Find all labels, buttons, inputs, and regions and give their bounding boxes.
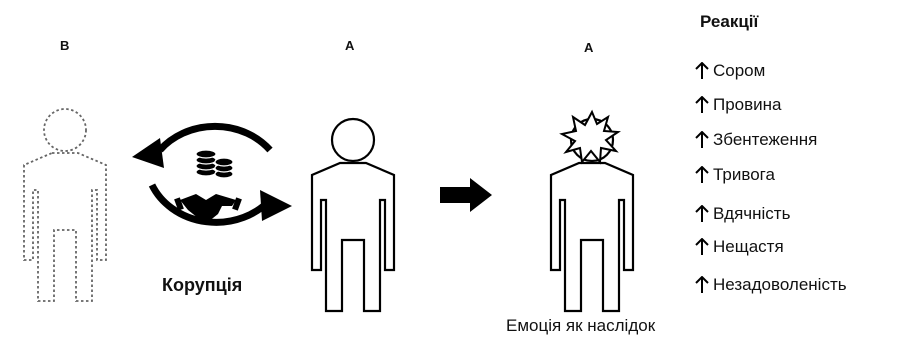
arrowhead-left-icon: [132, 138, 164, 168]
arrow-up-icon: [694, 166, 710, 184]
reaction-item: Збентеження: [694, 128, 817, 152]
arrow-up-icon: [694, 205, 710, 223]
arrowhead-right-icon: [260, 190, 292, 221]
reaction-item: Провина: [694, 93, 782, 117]
reactions-title: Реакції: [700, 12, 758, 32]
reaction-item: Сором: [694, 59, 765, 83]
person-a-emotion-label: A: [584, 40, 593, 55]
person-a-label: A: [345, 38, 354, 53]
emotion-burst-icon: [562, 112, 618, 162]
arrow-up-icon: [694, 276, 710, 294]
reaction-item: Незадоволеність: [694, 273, 847, 297]
reaction-label: Сором: [713, 61, 765, 81]
reaction-label: Провина: [713, 95, 782, 115]
reaction-label: Нещастя: [713, 237, 784, 257]
reaction-label: Вдячність: [713, 204, 790, 224]
reaction-label: Незадоволеність: [713, 275, 847, 295]
reaction-item: Тривога: [694, 163, 775, 187]
reaction-label: Тривога: [713, 165, 775, 185]
person-b-figure: [24, 109, 106, 301]
arrow-up-icon: [694, 96, 710, 114]
coins-icon: [196, 150, 233, 178]
arrow-up-icon: [694, 131, 710, 149]
arrow-up-icon: [694, 238, 710, 256]
corruption-label: Корупція: [162, 275, 242, 296]
person-a-figure: [312, 119, 394, 311]
result-arrow-icon: [440, 178, 492, 212]
reaction-item: Нещастя: [694, 235, 784, 259]
person-b-label: B: [60, 38, 69, 53]
arrow-up-icon: [694, 62, 710, 80]
reaction-label: Збентеження: [713, 130, 817, 150]
consequence-label: Емоція як наслідок: [506, 316, 655, 336]
reaction-item: Вдячність: [694, 202, 790, 226]
